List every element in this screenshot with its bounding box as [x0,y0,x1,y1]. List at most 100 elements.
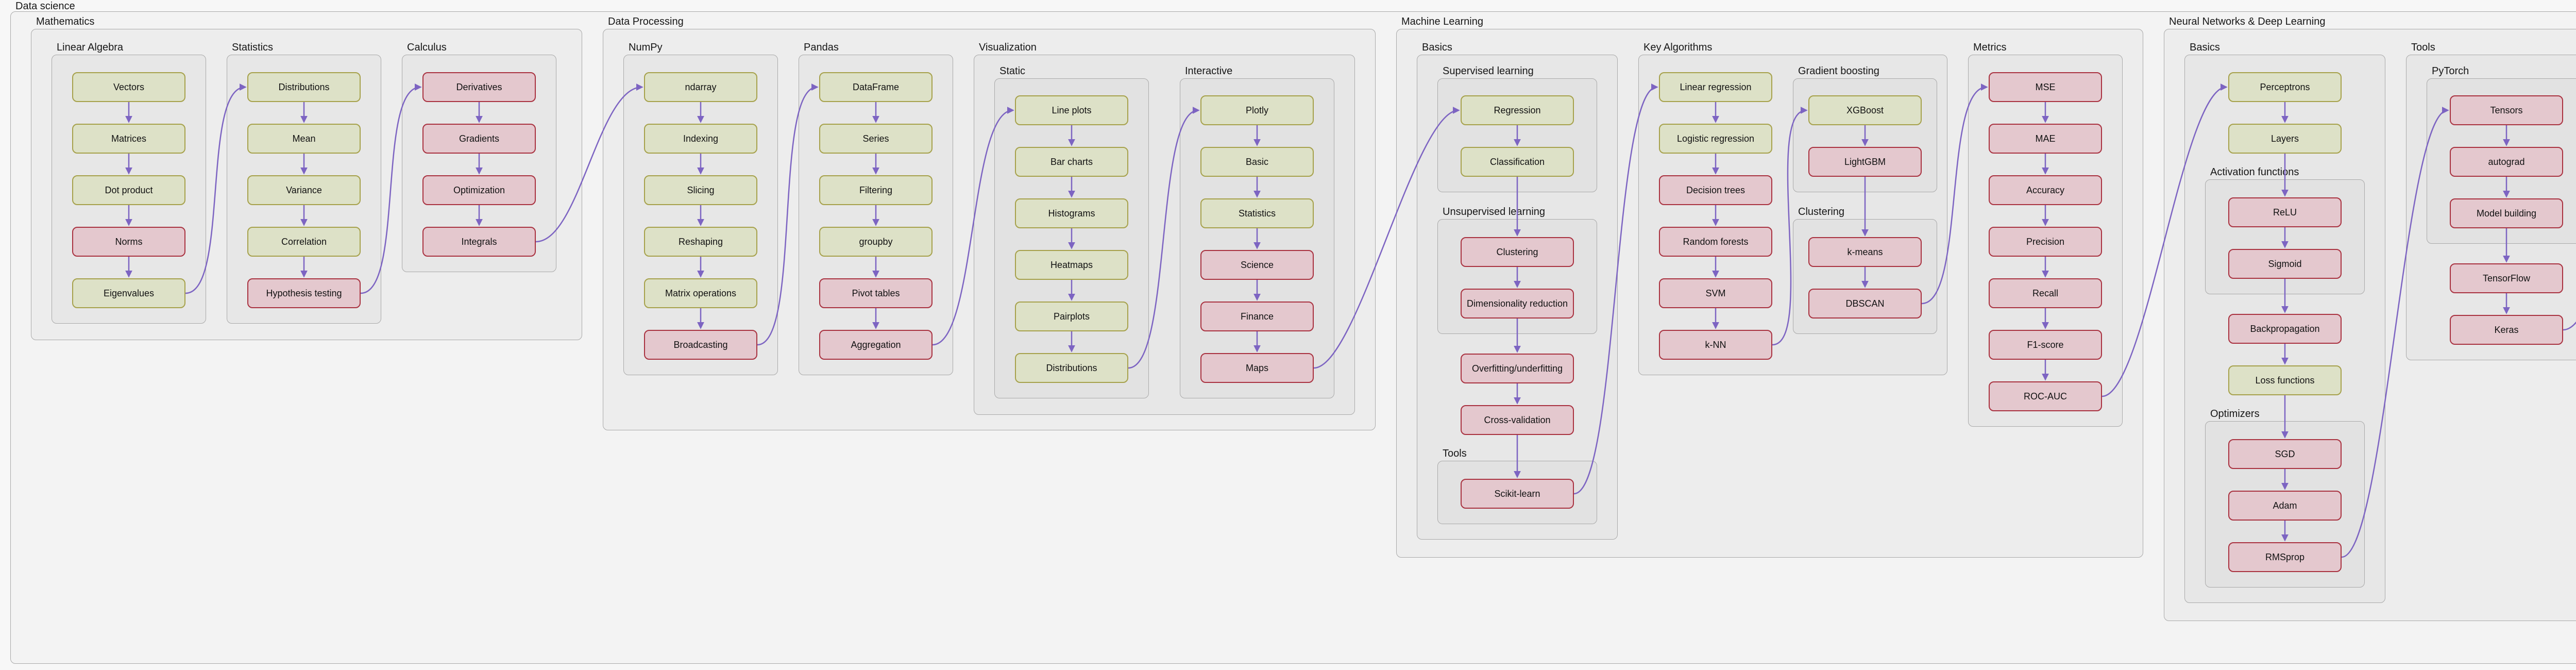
node-science: Science [1200,250,1314,280]
node-line-plots: Line plots [1015,95,1128,125]
node-mse: MSE [1989,72,2102,102]
node-pairplots: Pairplots [1015,301,1128,331]
node-groupby: groupby [819,227,933,257]
node-classification: Classification [1461,147,1574,177]
node-linear-regression: Linear regression [1659,72,1772,102]
group-pandas [799,55,953,375]
group-label-pandas: Pandas [804,42,839,53]
node-sgd: SGD [2228,439,2342,469]
node-plotly: Plotly [1200,95,1314,125]
node-distributions-viz: Distributions [1015,353,1128,383]
node-knn: k-NN [1659,330,1772,360]
node-accuracy: Accuracy [1989,175,2102,205]
node-clustering: Clustering [1461,237,1574,267]
node-broadcasting: Broadcasting [644,330,757,360]
node-svm: SVM [1659,278,1772,308]
node-tensorflow: TensorFlow [2450,263,2563,293]
node-eigenvalues: Eigenvalues [72,278,185,308]
node-vectors: Vectors [72,72,185,102]
group-viz-interactive [1180,78,1334,398]
group-label-numpy: NumPy [629,42,663,53]
group-label-pytorch: PyTorch [2432,65,2469,77]
node-keras: Keras [2450,315,2563,345]
group-label-machine-learning: Machine Learning [1401,16,1483,27]
node-finance: Finance [1200,301,1314,331]
node-backpropagation: Backpropagation [2228,314,2342,344]
node-sigmoid: Sigmoid [2228,249,2342,279]
node-hypothesis-testing: Hypothesis testing [247,278,361,308]
node-roc-auc: ROC-AUC [1989,381,2102,411]
group-label-clustering-group: Clustering [1798,206,1845,217]
node-aggregation: Aggregation [819,330,933,360]
node-reshaping: Reshaping [644,227,757,257]
node-dimensionality-reduction: Dimensionality reduction [1461,289,1574,319]
node-heatmaps: Heatmaps [1015,250,1128,280]
node-tensors: Tensors [2450,95,2563,125]
group-numpy [623,55,778,375]
group-label-key-algorithms: Key Algorithms [1643,42,1713,53]
group-label-gradient-boosting: Gradient boosting [1798,65,1879,77]
group-label-visualization: Visualization [979,42,1037,53]
node-series: Series [819,124,933,154]
group-label-ml-tools: Tools [1443,448,1467,459]
node-kmeans: k-means [1808,237,1922,267]
node-pivot-tables: Pivot tables [819,278,933,308]
node-integrals: Integrals [422,227,536,257]
group-data-science [10,11,2576,664]
group-label-activation: Activation functions [2210,166,2299,178]
group-label-data-processing: Data Processing [608,16,684,27]
node-f1-score: F1-score [1989,330,2102,360]
group-label-mathematics: Mathematics [36,16,95,27]
node-autograd: autograd [2450,147,2563,177]
group-label-nn: Neural Networks & Deep Learning [2169,16,2326,27]
node-random-forests: Random forests [1659,227,1772,257]
group-label-calculus: Calculus [407,42,447,53]
node-filtering: Filtering [819,175,933,205]
group-viz-static [994,78,1149,398]
node-ndarray: ndarray [644,72,757,102]
node-mae: MAE [1989,124,2102,154]
node-dbscan: DBSCAN [1808,289,1922,319]
node-matrices: Matrices [72,124,185,154]
group-label-linear-algebra: Linear Algebra [57,42,123,53]
node-layers: Layers [2228,124,2342,154]
group-label-viz-static: Static [999,65,1026,77]
node-overfitting: Overfitting/underfitting [1461,354,1574,383]
node-lightgbm: LightGBM [1808,147,1922,177]
node-model-building: Model building [2450,198,2563,228]
node-histograms: Histograms [1015,198,1128,228]
node-statistics-viz: Statistics [1200,198,1314,228]
node-gradients: Gradients [422,124,536,154]
node-indexing: Indexing [644,124,757,154]
node-perceptrons: Perceptrons [2228,72,2342,102]
group-label-nn-tools: Tools [2411,42,2435,53]
group-label-optimizers: Optimizers [2210,408,2260,420]
group-label-unsupervised: Unsupervised learning [1443,206,1546,217]
group-label-nn-basics: Basics [2190,42,2220,53]
node-adam: Adam [2228,491,2342,521]
node-optimization: Optimization [422,175,536,205]
node-recall: Recall [1989,278,2102,308]
group-label-statistics: Statistics [232,42,274,53]
group-label-data-science: Data science [15,1,75,12]
node-dataframe: DataFrame [819,72,933,102]
node-variance: Variance [247,175,361,205]
node-xgboost: XGBoost [1808,95,1922,125]
node-distributions: Distributions [247,72,361,102]
node-dot-product: Dot product [72,175,185,205]
node-relu: ReLU [2228,197,2342,227]
node-matrix-operations: Matrix operations [644,278,757,308]
node-cross-validation: Cross-validation [1461,405,1574,435]
node-bar-charts: Bar charts [1015,147,1128,177]
node-derivatives: Derivatives [422,72,536,102]
node-mean: Mean [247,124,361,154]
group-label-metrics: Metrics [1973,42,2007,53]
group-label-viz-interactive: Interactive [1185,65,1233,77]
node-precision: Precision [1989,227,2102,257]
node-correlation: Correlation [247,227,361,257]
node-maps: Maps [1200,353,1314,383]
node-regression: Regression [1461,95,1574,125]
node-rmsprop: RMSprop [2228,542,2342,572]
group-label-ml-basics: Basics [1422,42,1452,53]
node-scikit-learn: Scikit-learn [1461,479,1574,509]
